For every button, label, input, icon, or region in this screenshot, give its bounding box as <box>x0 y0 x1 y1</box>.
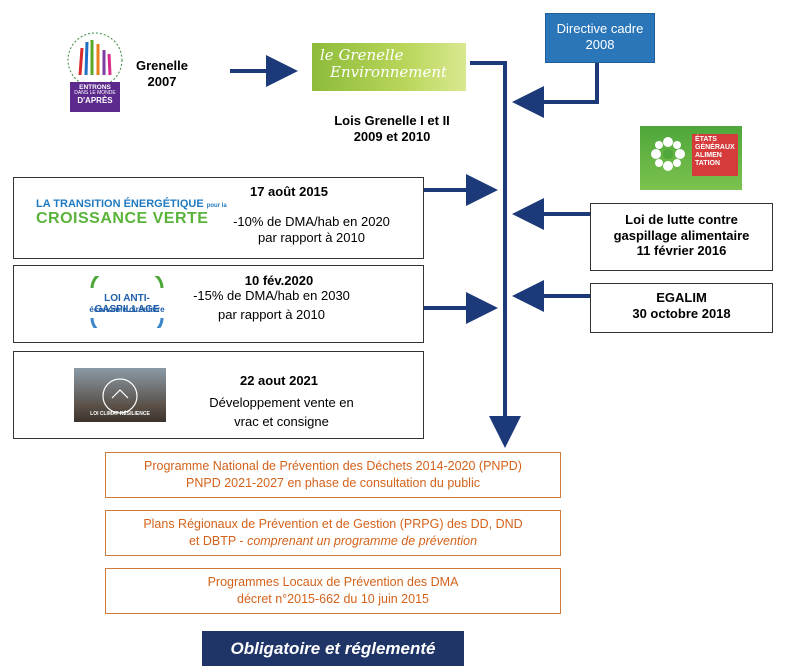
agec-logo: LOI ANTI-GASPILLAGE économie circulaire <box>72 276 182 328</box>
transition-logo-line-2: CROISSANCE VERTE <box>36 210 209 227</box>
plp-line-2: décret n°2015-662 du 10 juin 2015 <box>237 591 429 606</box>
prpg-line-1: Plans Régionaux de Prévention et de Gest… <box>143 517 523 531</box>
grenelle-logo-tag-2: DANS LE MONDE <box>74 90 116 97</box>
egalim-box: EGALIM 30 octobre 2018 <box>590 283 773 333</box>
etats-generaux-logo: ÉTATS GÉNÉRAUX ALIMEN TATION <box>640 126 742 190</box>
lois-grenelle-line-1: Lois Grenelle I et II <box>334 113 450 128</box>
transition-date: 17 août 2015 <box>249 184 329 199</box>
directive-line-1: Directive cadre <box>556 21 644 36</box>
transition-logo: LA TRANSITION ÉNERGÉTIQUE pour la CROISS… <box>36 198 227 228</box>
grenelle-logo: ENTRONS DANS LE MONDE D'APRÈS <box>62 30 128 112</box>
gaspillage-law-3: 11 février 2016 <box>636 243 727 259</box>
egalim-logo-4: TATION <box>695 160 721 168</box>
transition-text-2: par rapport à 2010 <box>258 229 365 245</box>
egalim-logo-3: ALIMEN <box>695 152 722 160</box>
climat-text-1: Développement vente en <box>209 395 354 410</box>
agec-text: -15% de DMA/hab en 2030 par rapport à 20… <box>184 288 359 322</box>
transition-text-1: -10% de DMA/hab en 2020 <box>233 214 390 229</box>
climat-logo: LOI CLIMAT RÉSILIENCE <box>74 368 166 422</box>
loi-gaspillage-alimentaire-box: Loi de lutte contre gaspillage alimentai… <box>590 203 773 271</box>
anti-gaspillage-box: LOI ANTI-GASPILLAGE économie circulaire … <box>13 265 424 343</box>
obligatoire-label: Obligatoire et réglementé <box>230 639 436 658</box>
prpg-line-2b: comprenant un programme de prévention <box>247 533 478 548</box>
spine-top <box>470 61 507 435</box>
prpg-line-2a: et DBTP - <box>188 533 248 548</box>
lois-grenelle-line-2: 2009 et 2010 <box>353 128 431 144</box>
climat-resilience-box: LOI CLIMAT RÉSILIENCE 22 aout 2021 Dével… <box>13 351 424 439</box>
grenelle-environnement-logo: le Grenelle Environnement <box>312 43 466 91</box>
egalim-logo-1: ÉTATS <box>695 136 717 143</box>
directive-line-2: 2008 <box>585 36 615 52</box>
grenelle-logo-tag-1: ENTRONS <box>79 84 111 91</box>
agec-logo-2: économie circulaire <box>89 305 165 314</box>
grenelle-env-line-2: Environnement <box>330 62 448 81</box>
transition-text: -10% de DMA/hab en 2020 par rapport à 20… <box>224 214 399 245</box>
agec-logo-1: LOI ANTI-GASPILLAGE <box>94 293 160 315</box>
transition-logo-small: pour la <box>206 203 227 209</box>
grenelle-env-line-1: le Grenelle <box>320 46 404 64</box>
pnpd-box: Programme National de Prévention des Déc… <box>105 452 561 498</box>
grenelle-title-1: Grenelle <box>135 58 189 73</box>
egalim-line-1: EGALIM <box>656 290 707 305</box>
agec-text-2: par rapport à 2010 <box>218 306 325 322</box>
agec-date: 10 fév.2020 <box>244 273 314 288</box>
grenelle-title: Grenelle 2007 <box>132 58 192 89</box>
transition-energetique-box: LA TRANSITION ÉNERGÉTIQUE pour la CROISS… <box>13 177 424 259</box>
agec-text-1: -15% de DMA/hab en 2030 <box>193 288 350 303</box>
climat-date: 22 aout 2021 <box>239 373 319 388</box>
directive-cadre-box: Directive cadre 2008 <box>545 13 655 63</box>
gaspillage-law-1: Loi de lutte contre <box>625 212 738 227</box>
grenelle-title-2: 2007 <box>147 73 177 89</box>
pnpd-line-2: PNPD 2021-2027 en phase de consultation … <box>186 475 480 490</box>
egalim-line-2: 30 octobre 2018 <box>632 305 731 321</box>
grenelle-logo-tag-3: D'APRÈS <box>77 95 113 105</box>
pnpd-line-1: Programme National de Prévention des Déc… <box>144 459 522 473</box>
plp-line-1: Programmes Locaux de Prévention des DMA <box>207 575 459 589</box>
obligatoire-banner: Obligatoire et réglementé <box>202 631 464 666</box>
egalim-logo-2: GÉNÉRAUX <box>695 144 735 152</box>
transition-logo-line-1: LA TRANSITION ÉNERGÉTIQUE <box>36 198 204 210</box>
climat-text-2: vrac et consigne <box>234 413 329 429</box>
climat-logo-text: LOI CLIMAT RÉSILIENCE <box>90 411 150 417</box>
gaspillage-law-2: gaspillage alimentaire <box>613 227 750 243</box>
egalim-flower-icon <box>650 136 686 172</box>
lois-grenelle-label: Lois Grenelle I et II 2009 et 2010 <box>322 113 462 144</box>
arrow-directive <box>512 63 599 118</box>
climat-text: Développement vente en vrac et consigne <box>194 395 369 429</box>
prpg-box: Plans Régionaux de Prévention et de Gest… <box>105 510 561 556</box>
plp-box: Programmes Locaux de Prévention des DMA … <box>105 568 561 614</box>
